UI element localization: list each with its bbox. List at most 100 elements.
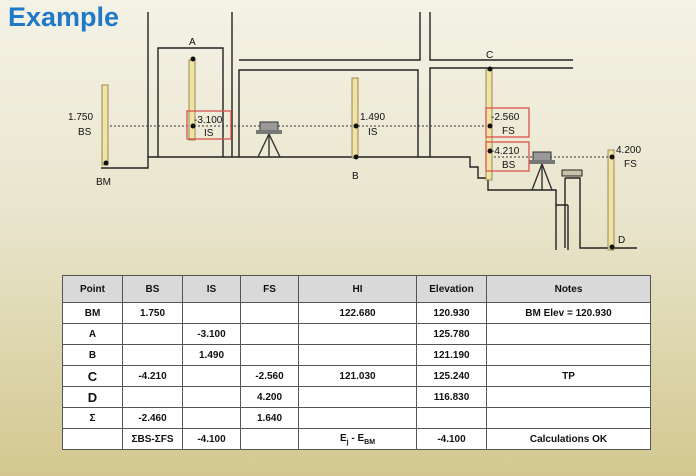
- rod-b: [351, 77, 359, 159]
- cell-hi: [298, 407, 417, 429]
- cell-bs: -4.210: [122, 365, 183, 387]
- c-fs-value: -2.560: [491, 112, 520, 123]
- cell-elevation: [416, 407, 487, 429]
- check-formula-label: ΣBS-ΣFS: [122, 428, 183, 450]
- cell-elevation: 125.240: [416, 365, 487, 387]
- cell-is: 1.490: [182, 344, 241, 366]
- cell-notes: [486, 407, 651, 429]
- cell-point: B: [62, 344, 123, 366]
- table-row-b: B 1.490 121.190: [62, 344, 651, 366]
- level-instrument-2: [529, 151, 555, 191]
- cell-notes: TP: [486, 365, 651, 387]
- highlight-boxes: [186, 107, 530, 172]
- table-row-check: ΣBS-ΣFS -4.100 Ej - EBM -4.100 Calculati…: [62, 428, 651, 450]
- col-header-is: IS: [182, 275, 241, 303]
- table-row-a: A -3.100 125.780: [62, 323, 651, 345]
- cell-fs: [240, 344, 299, 366]
- check-hi-e: E: [339, 432, 347, 444]
- d-fs-type: FS: [624, 159, 637, 170]
- cell-bs: [122, 386, 183, 408]
- table-row-bm: BM 1.750 122.680 120.930 BM Elev = 120.9…: [62, 302, 651, 324]
- table-header-row: Point BS IS FS HI Elevation Notes: [62, 275, 651, 303]
- terrain-lines: [101, 12, 637, 250]
- cell-point: C: [62, 365, 123, 387]
- b-is-type: IS: [368, 127, 378, 138]
- cell-bs: 1.750: [122, 302, 183, 324]
- point-label-a: A: [189, 37, 196, 48]
- leveling-diagram: A B C D BM 1.750 BS -3.100 IS 1.490 IS -…: [68, 12, 641, 251]
- table-row-d: D 4.200 116.830: [62, 386, 651, 408]
- cell-hi: [298, 344, 417, 366]
- cell-hi: 121.030: [298, 365, 417, 387]
- cell-point: [62, 428, 123, 450]
- check-hi-sub-bm: BM: [364, 438, 376, 446]
- check-hi-sub-j: j: [346, 438, 349, 446]
- cell-elevation: 125.780: [416, 323, 487, 345]
- table-row-sum: Σ -2.460 1.640: [62, 407, 651, 429]
- cell-notes: [486, 323, 651, 345]
- cell-fs: [240, 302, 299, 324]
- slide-title: Example: [8, 2, 120, 32]
- cell-notes: [486, 344, 651, 366]
- point-label-bm: BM: [96, 177, 111, 188]
- cell-elevation: 121.190: [416, 344, 487, 366]
- col-header-elevation: Elevation: [416, 275, 487, 303]
- cell-elevation: 116.830: [416, 386, 487, 408]
- cell-hi: [298, 323, 417, 345]
- col-header-notes: Notes: [486, 275, 651, 303]
- cell-fs: [240, 323, 299, 345]
- check-hi-formula: Ej - EBM: [298, 428, 417, 450]
- cell-point: A: [62, 323, 123, 345]
- c-bs-box: [485, 141, 530, 172]
- point-dots: [103, 56, 615, 250]
- check-note: Calculations OK: [486, 428, 651, 450]
- bm-bs-value: 1.750: [68, 112, 93, 123]
- cell-fs: [240, 428, 299, 450]
- cell-is: [182, 302, 241, 324]
- c-fs-box: [485, 107, 530, 138]
- rod-d: [607, 149, 615, 251]
- a-is-type: IS: [204, 128, 214, 139]
- c-fs-type: FS: [502, 126, 515, 137]
- point-label-b: B: [352, 171, 359, 182]
- level-instrument-1: [256, 121, 282, 158]
- col-header-hi: HI: [298, 275, 417, 303]
- check-hi-mid: - E: [348, 432, 365, 444]
- shed-roof: [561, 169, 583, 177]
- leveling-table: Point BS IS FS HI Elevation Notes BM 1.7…: [62, 275, 651, 450]
- rod-bm: [101, 84, 109, 166]
- cell-hi: 122.680: [298, 302, 417, 324]
- cell-hi: [298, 386, 417, 408]
- c-bs-value: -4.210: [491, 146, 520, 157]
- cell-point: D: [62, 386, 123, 408]
- a-reading-box: [186, 110, 232, 140]
- d-fs-value: 4.200: [616, 145, 641, 156]
- cell-is: [182, 365, 241, 387]
- point-label-d: D: [618, 235, 625, 246]
- cell-elevation: 120.930: [416, 302, 487, 324]
- table-row-c: C -4.210 -2.560 121.030 125.240 TP: [62, 365, 651, 387]
- cell-notes: [486, 386, 651, 408]
- cell-is: [182, 407, 241, 429]
- cell-fs: -2.560: [240, 365, 299, 387]
- col-header-bs: BS: [122, 275, 183, 303]
- cell-point: Σ: [62, 407, 123, 429]
- cell-fs: 1.640: [240, 407, 299, 429]
- bm-bs-type: BS: [78, 127, 92, 138]
- cell-bs: [122, 344, 183, 366]
- cell-notes: BM Elev = 120.930: [486, 302, 651, 324]
- col-header-fs: FS: [240, 275, 299, 303]
- cell-is: [182, 386, 241, 408]
- c-bs-type: BS: [502, 160, 516, 171]
- check-is-value: -4.100: [182, 428, 241, 450]
- check-elevation-value: -4.100: [416, 428, 487, 450]
- cell-bs: [122, 323, 183, 345]
- col-header-point: Point: [62, 275, 123, 303]
- a-is-value: -3.100: [194, 115, 223, 126]
- b-is-value: 1.490: [360, 112, 385, 123]
- cell-fs: 4.200: [240, 386, 299, 408]
- cell-point: BM: [62, 302, 123, 324]
- point-label-c: C: [486, 50, 493, 61]
- cell-is: -3.100: [182, 323, 241, 345]
- cell-bs: -2.460: [122, 407, 183, 429]
